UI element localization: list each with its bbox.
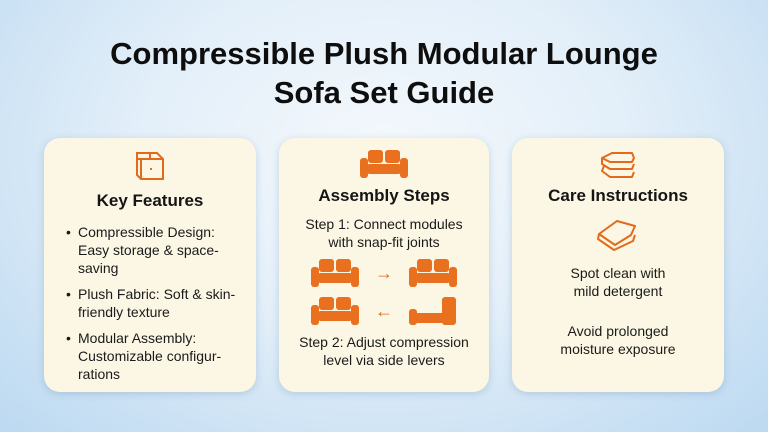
sofa-module-icon [409,297,456,325]
list-item: Modular Assembly: Customizable configur-… [66,329,244,383]
sofa-icon [359,148,409,180]
card-heading: Key Features [96,191,204,210]
sofa-icon [407,257,459,289]
care-text-2: Avoid prolonged moisture exposure [560,323,676,357]
feature-list: Compressible Design: Easy storage & spac… [44,223,256,383]
care-instructions-card: Care Instructions Spot clean with mild d… [512,138,724,392]
storage-box-icon [136,152,164,180]
step-1-text: Step 1: Connect modules with snap-fit jo… [305,216,463,250]
folded-fabric-icon [597,220,636,251]
card-heading: Care Instructions [548,186,688,205]
assembly-steps-card: Assembly Steps Step 1: Connect modules w… [279,138,489,392]
title-line-1: Compressible Plush Modular Lounge [110,36,658,71]
card-heading: Assembly Steps [318,186,450,205]
sofa-icon [309,295,361,327]
arrow-right-icon: → [375,262,393,283]
list-item: Plush Fabric: Soft & skin-friendly textu… [66,285,244,321]
arrow-left-icon: ← [375,300,393,321]
page-title: Compressible Plush Modular Lounge Sofa S… [0,34,768,112]
folded-fabric-icon [601,152,635,178]
title-line-2: Sofa Set Guide [273,75,495,110]
list-item: Compressible Design: Easy storage & spac… [66,223,244,277]
care-text-1: Spot clean with mild detergent [570,265,666,299]
key-features-card: Key Features Compressible Design: Easy s… [44,138,256,392]
step-2-text: Step 2: Adjust compression level via sid… [299,334,469,368]
sofa-icon [309,257,361,289]
